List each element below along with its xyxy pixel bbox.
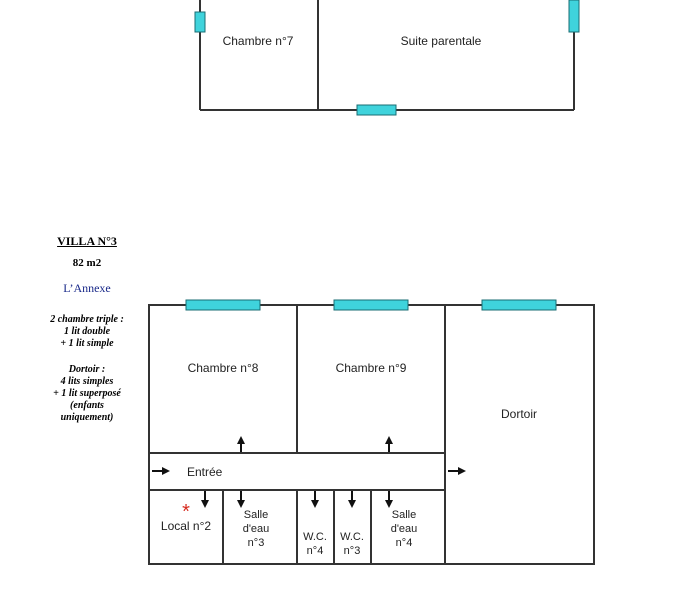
window bbox=[356, 104, 397, 116]
room-label-suite-parentale: Suite parentale bbox=[401, 34, 482, 48]
room-label-salle3-line: d'eau bbox=[243, 523, 270, 535]
room-label-wc4-line: W.C. bbox=[303, 531, 327, 543]
desc1-line: 1 lit double bbox=[63, 326, 111, 337]
villa-title: VILLA N°3 bbox=[57, 234, 117, 248]
room-label-wc3-line: W.C. bbox=[340, 531, 364, 543]
window bbox=[568, 0, 580, 33]
villa-info: VILLA N°3 82 m2 L’Annexe 2 chambre tripl… bbox=[14, 234, 160, 424]
window bbox=[333, 299, 409, 311]
room-label-chambre7: Chambre n°7 bbox=[223, 34, 294, 48]
room-label-chambre9: Chambre n°9 bbox=[336, 361, 407, 375]
desc2-line: 4 lits simples bbox=[60, 376, 114, 387]
villa-dortoir-description: Dortoir : 4 lits simples + 1 lit superpo… bbox=[14, 364, 160, 424]
room-label-salle4-line: n°4 bbox=[396, 537, 413, 549]
door-arrows bbox=[152, 436, 466, 508]
room-label-salle4-line: Salle bbox=[392, 509, 416, 521]
villa-subtitle: L’Annexe bbox=[63, 281, 111, 295]
room-label-local: Local n°2 bbox=[161, 519, 211, 533]
window bbox=[185, 299, 261, 311]
window bbox=[194, 11, 206, 33]
desc2-line: Dortoir : bbox=[68, 364, 106, 375]
room-label-dortoir: Dortoir bbox=[501, 407, 537, 421]
room-label-wc3-line: n°3 bbox=[344, 545, 361, 557]
desc2-line: (enfants bbox=[70, 400, 104, 411]
villa-area: 82 m2 bbox=[72, 257, 102, 269]
main-plan-walls bbox=[148, 304, 595, 565]
room-label-salle4-line: d'eau bbox=[391, 523, 418, 535]
room-label-wc4-line: n°4 bbox=[307, 545, 324, 557]
desc1-line: + 1 lit simple bbox=[60, 338, 114, 349]
window bbox=[481, 299, 557, 311]
desc2-line: uniquement) bbox=[60, 412, 114, 423]
top-plan bbox=[199, 0, 575, 111]
room-label-salle3-line: Salle bbox=[244, 509, 268, 521]
desc1-line: 2 chambre triple : bbox=[50, 314, 124, 325]
room-label-chambre8: Chambre n°8 bbox=[188, 361, 259, 375]
desc2-line: + 1 lit superposé bbox=[53, 388, 121, 399]
villa-rooms-description: 2 chambre triple : 1 lit double + 1 lit … bbox=[14, 314, 160, 350]
room-label-entree: Entrée bbox=[187, 465, 223, 479]
asterisk-mark: * bbox=[182, 501, 190, 523]
room-label-salle3-line: n°3 bbox=[248, 537, 265, 549]
